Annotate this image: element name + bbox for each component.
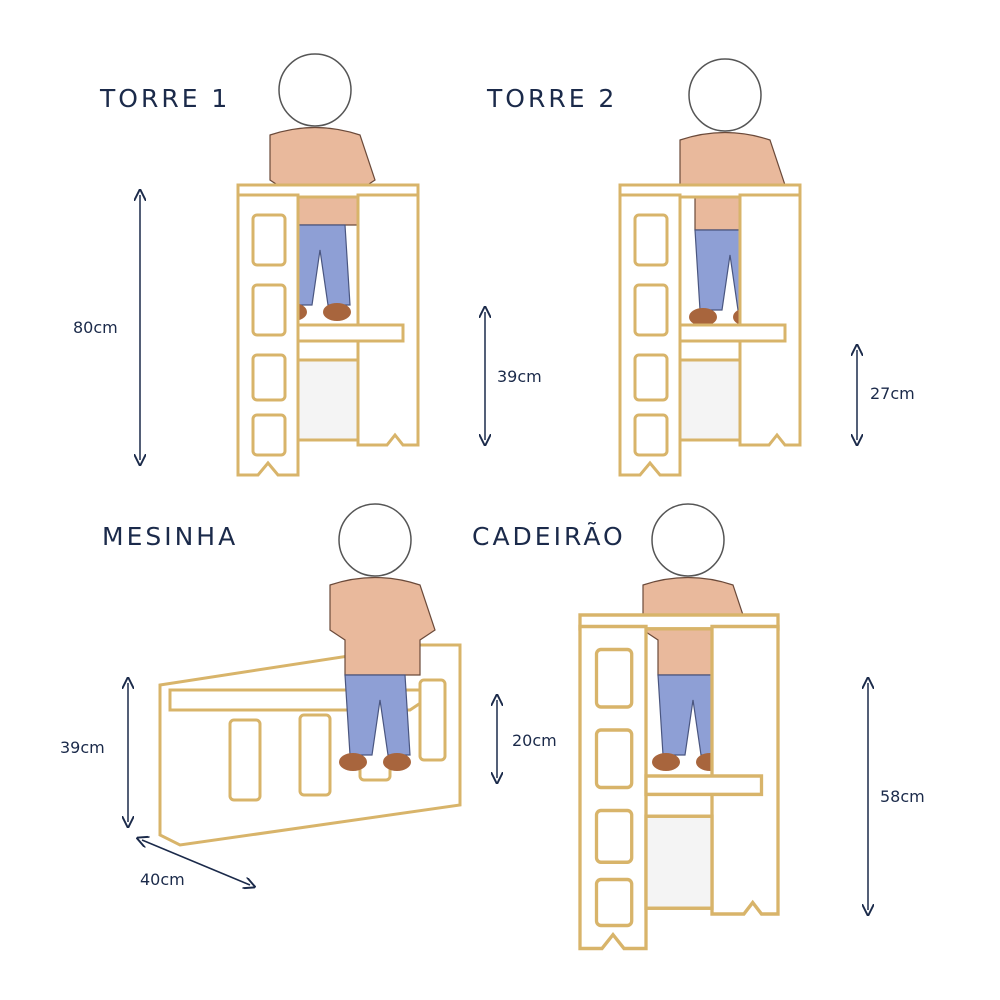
cadeirao-illustration	[578, 503, 780, 951]
dim-torre-2-step: 27cm	[870, 384, 915, 403]
dim-torre-1-step: 39cm	[497, 367, 542, 386]
torre-2-illustration	[618, 58, 802, 477]
title-mesinha: MESINHA	[102, 522, 239, 551]
title-torre-2: TORRE 2	[487, 84, 618, 113]
dim-mesinha-depth: 40cm	[140, 870, 185, 889]
title-torre-1: TORRE 1	[100, 84, 231, 113]
torre-1-illustration	[236, 53, 420, 477]
title-cadeirao: CADEIRÃO	[472, 522, 626, 551]
dimension-arrows	[128, 195, 868, 910]
dim-mesinha-height: 39cm	[60, 738, 105, 757]
dim-mesinha-seat: 20cm	[512, 731, 557, 750]
dim-torre-1-height: 80cm	[73, 318, 118, 337]
mesinha-illustration	[158, 503, 462, 847]
dim-cadeirao-height: 58cm	[880, 787, 925, 806]
